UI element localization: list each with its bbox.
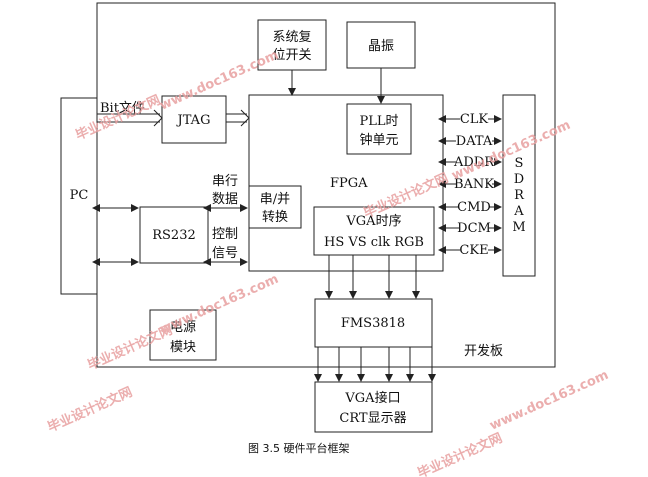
pll-block bbox=[346, 103, 412, 155]
reset-switch-label-1: 系统复 bbox=[272, 30, 311, 45]
pc-block bbox=[60, 97, 98, 295]
watermark-url-1: www.doc163.com bbox=[158, 48, 281, 114]
sdram-letter-m: M bbox=[512, 220, 525, 235]
jtag-fpga-arrow-head bbox=[240, 109, 250, 127]
vga-timing-block bbox=[313, 206, 435, 256]
watermark-cn-5: 毕业设计论文网 bbox=[415, 430, 505, 477]
bitfile-arrow-head bbox=[153, 109, 163, 127]
watermark-url-4: www.doc163.com bbox=[488, 368, 611, 434]
power-module-label-2: 模块 bbox=[170, 340, 196, 355]
serial-data-label-1: 串行 bbox=[212, 174, 238, 189]
watermark-url-3: www.doc163.com bbox=[158, 272, 281, 338]
dev-board-label: 开发板 bbox=[464, 343, 503, 359]
reset-switch-label-2: 位开关 bbox=[272, 48, 311, 63]
sdram-bus: CLK DATA ADDR BANK CMD DCM CKE bbox=[438, 112, 502, 258]
dcm-label: DCM bbox=[457, 221, 491, 236]
serial-data-label-2: 数据 bbox=[212, 192, 238, 207]
watermark-cn-1: 毕业设计论文网 bbox=[73, 92, 163, 144]
jtag-label: JTAG bbox=[176, 113, 211, 128]
fpga-label: FPGA bbox=[330, 176, 368, 191]
data-label: DATA bbox=[456, 134, 493, 149]
pll-label-2: 钟单元 bbox=[359, 132, 398, 148]
bit-file-label: Bit文件 bbox=[100, 101, 145, 116]
vga-timing-label: VGA时序 bbox=[345, 214, 401, 229]
sdram-letter-a: A bbox=[513, 204, 524, 219]
rs232-label: RS232 bbox=[152, 228, 196, 243]
vga-port-crt-block bbox=[314, 381, 433, 433]
fms3818-block bbox=[314, 298, 433, 348]
serial-parallel-label-1: 串/并 bbox=[260, 192, 290, 207]
pll-label-1: PLL时 bbox=[359, 114, 398, 129]
rs232-block bbox=[139, 206, 209, 264]
power-module-label-1: 电源 bbox=[170, 320, 196, 335]
bank-label: BANK bbox=[454, 177, 494, 192]
cke-label: CKE bbox=[459, 243, 488, 258]
sdram-letter-s: S bbox=[515, 156, 524, 171]
serial-parallel-block bbox=[248, 185, 302, 229]
pc-label: PC bbox=[70, 188, 89, 203]
sdram-block bbox=[502, 94, 536, 277]
watermark-url-2: www.doc163.com bbox=[450, 118, 573, 184]
crt-display-label: CRT显示器 bbox=[339, 411, 406, 426]
power-module-block bbox=[149, 309, 217, 361]
serial-parallel-label-2: 转换 bbox=[262, 210, 288, 225]
jtag-block bbox=[161, 95, 227, 144]
control-signal-label-2: 信号 bbox=[212, 246, 238, 261]
vga-signals-label: HS VS clk RGB bbox=[324, 235, 424, 250]
clk-label: CLK bbox=[460, 112, 489, 127]
figure-caption: 图 3.5 硬件平台框架 bbox=[248, 441, 350, 455]
sdram-letter-d: D bbox=[514, 172, 524, 187]
cmd-label: CMD bbox=[457, 200, 491, 215]
watermark-cn-4: 毕业设计论文网 bbox=[45, 384, 135, 436]
crystal-label: 晶振 bbox=[368, 39, 394, 54]
sdram-letter-r: R bbox=[514, 188, 525, 203]
control-signal-label-1: 控制 bbox=[212, 227, 238, 242]
watermark-cn-2: 毕业设计论文网 bbox=[361, 170, 451, 222]
addr-label: ADDR bbox=[453, 155, 495, 170]
vga-port-label: VGA接口 bbox=[344, 390, 400, 406]
fms3818-label: FMS3818 bbox=[341, 316, 405, 331]
